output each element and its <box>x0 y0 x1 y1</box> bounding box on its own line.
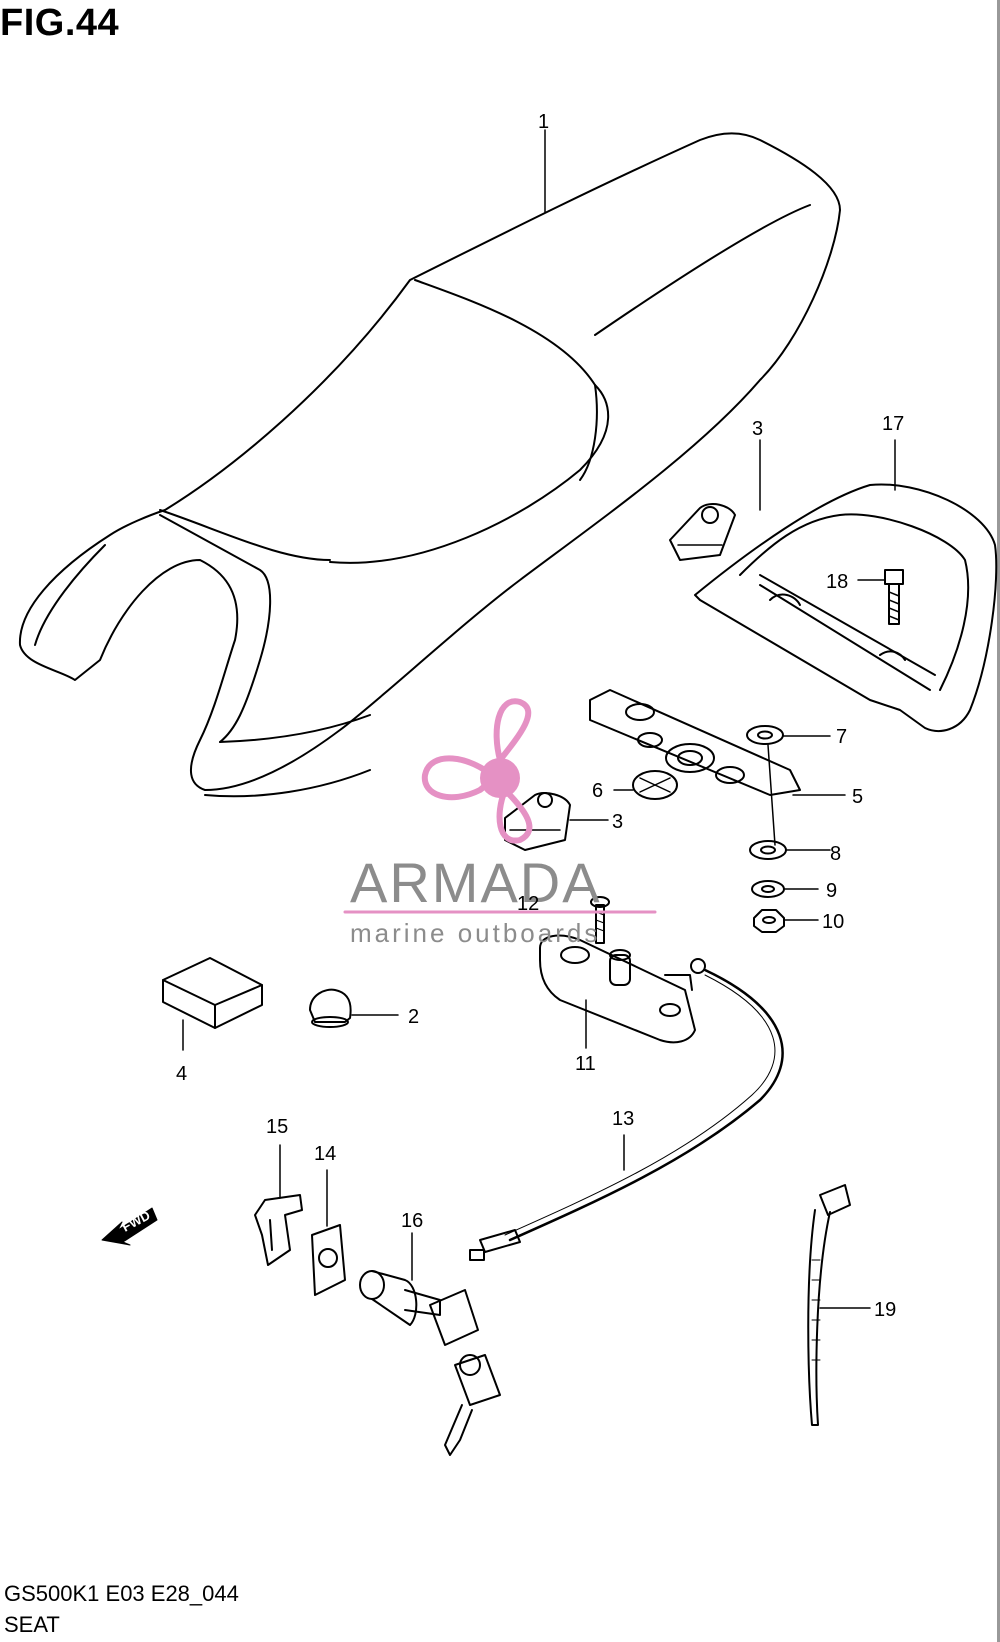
callout-3-upper: 3 <box>752 418 763 440</box>
watermark-brand: ARMADA <box>350 851 602 914</box>
footer-model-code: GS500K1 E03 E28_044 <box>4 1581 239 1606</box>
clip-part <box>254 1194 303 1266</box>
callout-14: 14 <box>314 1143 336 1165</box>
leader-lines <box>182 129 896 1309</box>
nut-10 <box>753 909 785 933</box>
callout-11: 11 <box>575 1053 596 1075</box>
grommet-part <box>632 770 678 800</box>
bracket-plate-part <box>589 689 801 796</box>
armada-logo: ARMADA marine outboards <box>343 698 657 948</box>
callout-4: 4 <box>176 1063 187 1085</box>
footer-section-name: SEAT <box>4 1612 60 1637</box>
cable-tie-part <box>807 1184 851 1426</box>
figure-title: FIG.44 <box>0 2 120 44</box>
key-part <box>429 1289 501 1456</box>
washer-7 <box>746 725 784 745</box>
callout-3-lower: 3 <box>612 811 623 833</box>
callout-6: 6 <box>592 780 603 802</box>
callout-labels: 1 2 3 3 4 5 6 7 8 9 10 11 12 13 14 15 16… <box>176 111 904 1321</box>
watermark-tagline: marine outboards <box>350 918 600 948</box>
callout-17: 17 <box>882 413 904 435</box>
fwd-arrow-icon: FWD <box>101 1207 158 1246</box>
callout-12: 12 <box>517 893 539 915</box>
callout-7: 7 <box>836 726 847 748</box>
grab-rail-part <box>694 483 998 732</box>
callout-9: 9 <box>826 880 837 902</box>
callout-8: 8 <box>830 843 841 865</box>
washer-9 <box>751 880 785 898</box>
cushion-part-upper <box>669 503 736 561</box>
cap-nut-part <box>309 988 352 1028</box>
lock-cylinder-part <box>359 1270 441 1326</box>
callout-16: 16 <box>401 1210 423 1232</box>
pad-part <box>162 957 263 1029</box>
callout-13: 13 <box>612 1108 634 1130</box>
seat-part <box>18 132 841 798</box>
seat-lock-part <box>539 934 696 1044</box>
cable-part <box>469 958 784 1261</box>
callout-10: 10 <box>822 911 844 933</box>
callout-18: 18 <box>826 571 848 593</box>
callout-5: 5 <box>852 786 863 808</box>
callout-2: 2 <box>408 1006 419 1028</box>
washer-8 <box>749 840 787 860</box>
callout-19: 19 <box>874 1299 896 1321</box>
right-border <box>997 0 1000 1642</box>
callout-15: 15 <box>266 1116 288 1138</box>
cushion-part-lower <box>504 792 571 851</box>
bolt-part <box>884 569 904 625</box>
propeller-icon <box>421 698 533 844</box>
callout-1: 1 <box>538 111 549 133</box>
retainer-plate-part <box>311 1224 346 1296</box>
